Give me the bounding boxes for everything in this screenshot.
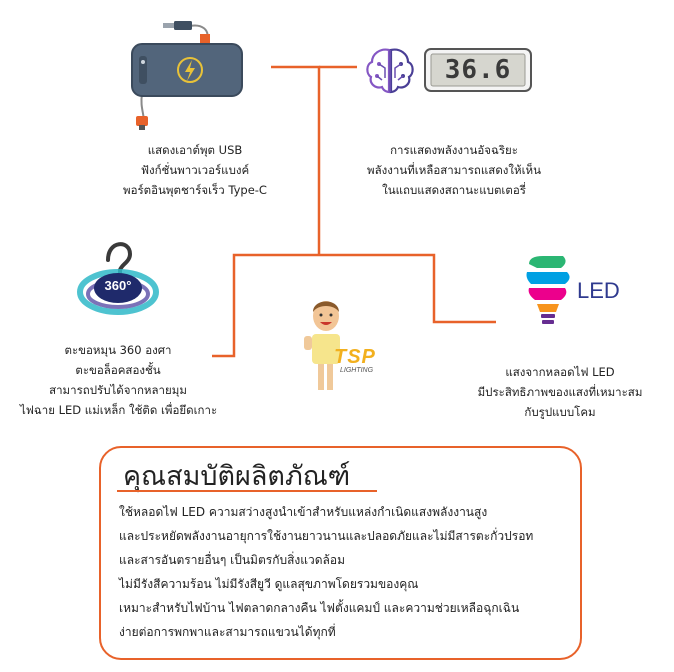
caption-line: มีประสิทธิภาพของแสงที่เหมาะสม — [477, 385, 643, 399]
led-logo-text: LED — [577, 278, 620, 303]
properties-list: ใช้หลอดไฟ LED ความสว่างสูงนำเข้าสำหรับแห… — [119, 500, 533, 644]
caption-line: ในแถบแสดงสถานะแบตเตอรี่ — [382, 183, 526, 197]
caption-line: ไฟฉาย LED แม่เหล็ก ใช้ติด เพื่อยึดเกาะ — [20, 403, 218, 417]
property-line: ไม่มีรังสีความร้อน ไม่มีรังสียูวี ดูแลสุ… — [119, 577, 419, 591]
title-underline — [117, 490, 377, 492]
product-properties-box: คุณสมบัติผลิตภัณฑ์ ใช้หลอดไฟ LED ความสว่… — [99, 446, 582, 660]
lcd-reading: 36.6 — [444, 55, 512, 85]
caption-line: ฟังก์ชั่นพาวเวอร์แบงค์ — [140, 163, 250, 177]
led-feature-caption: แสงจากหลอดไฟ LED มีประสิทธิภาพของแสงที่เ… — [470, 362, 650, 422]
brain-circuit-icon — [362, 42, 418, 98]
rotation-badge: 360° — [104, 278, 132, 293]
property-line: ง่ายต่อการพกพาและสามารถแขวนได้ทุกที่ — [119, 625, 336, 639]
colorful-led-bulb-icon: LED — [523, 254, 627, 330]
usb-feature-caption: แสดงเอาต์พุต USB ฟังก์ชั่นพาวเวอร์แบงค์ … — [110, 140, 280, 200]
caption-line: สามารถปรับได้จากหลายมุม — [49, 383, 187, 397]
powerbank-usb-cable-icon — [130, 18, 250, 133]
property-line: ใช้หลอดไฟ LED ความสว่างสูงนำเข้าสำหรับแห… — [119, 505, 488, 519]
caption-line: พอร์ตอินพุตชาร์จเร็ว Type-C — [123, 183, 267, 197]
caption-line: แสงจากหลอดไฟ LED — [505, 365, 615, 379]
caption-line: พลังงานที่เหลือสามารถแสดงให้เห็น — [367, 163, 541, 177]
mascot-man-icon: TSP LIGHTING — [298, 294, 394, 392]
property-line: และประหยัดพลังงานอายุการใช้งานยาวนานและป… — [119, 529, 534, 543]
caption-line: แสดงเอาต์พุต USB — [147, 143, 243, 157]
tsp-logo-sub: LIGHTING — [340, 367, 374, 374]
rotating-hook-icon: 360° — [72, 230, 164, 322]
caption-line: ตะขอหมุน 360 องศา — [64, 343, 172, 357]
hook-feature-caption: ตะขอหมุน 360 องศา ตะขอล็อคสองชั้น สามารถ… — [20, 340, 218, 420]
property-line: และสารอันตรายอื่นๆ เป็นมิตรกับสิ่งแวดล้อ… — [119, 553, 346, 567]
display-feature-caption: การแสดงพลังงานอัจฉริยะ พลังงานที่เหลือสา… — [354, 140, 554, 200]
property-line: เหมาะสำหรับไฟบ้าน ไฟตลาดกลางคืน ไฟตั้งแค… — [119, 601, 520, 615]
lcd-display: 36.6 — [424, 48, 532, 92]
caption-line: การแสดงพลังงานอัจฉริยะ — [390, 143, 518, 157]
tsp-logo: TSP — [334, 346, 376, 368]
properties-title: คุณสมบัติผลิตภัณฑ์ — [123, 461, 351, 492]
caption-line: กับรูปแบบโคม — [524, 405, 596, 419]
caption-line: ตะขอล็อคสองชั้น — [75, 363, 161, 377]
